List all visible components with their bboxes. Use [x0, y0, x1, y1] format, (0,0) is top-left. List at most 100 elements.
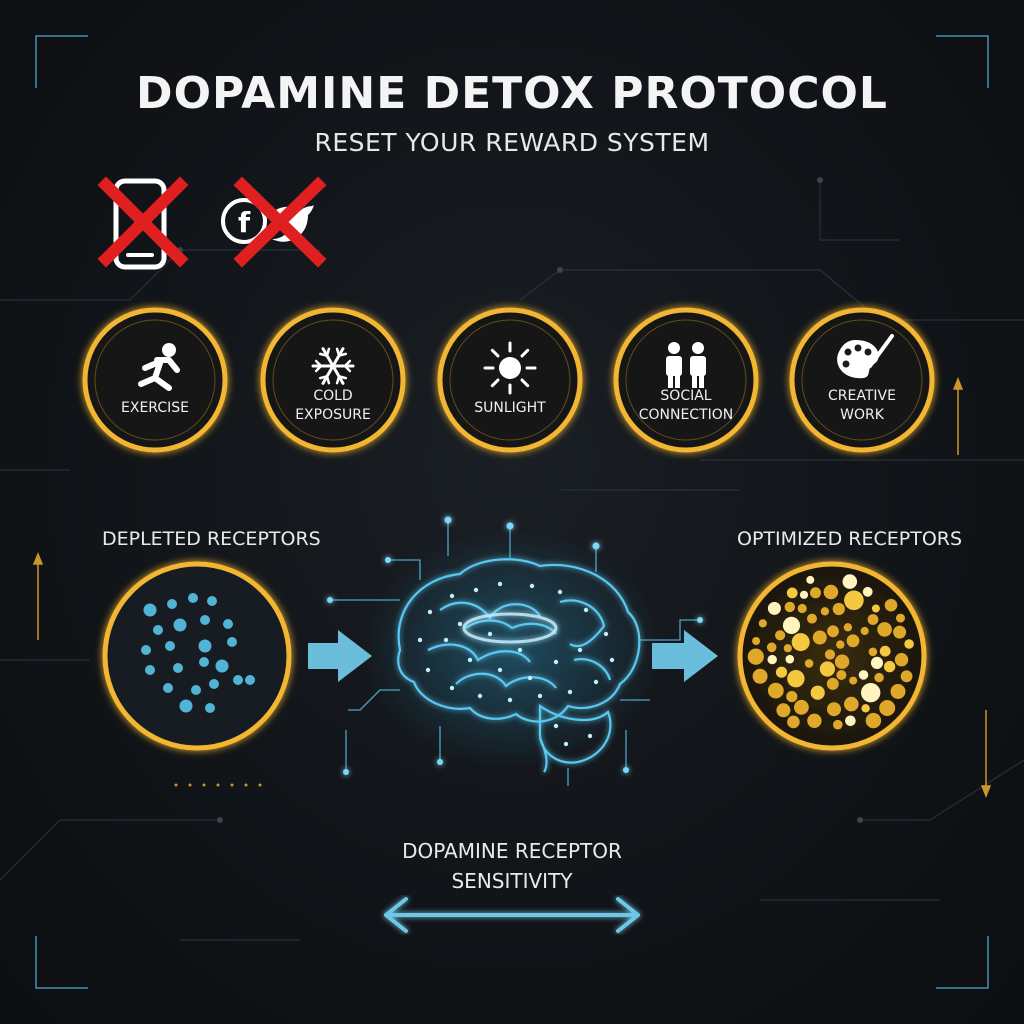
receptor-dot [782, 616, 801, 635]
activity-ring [260, 307, 406, 453]
neuron-spark [449, 685, 455, 691]
receptor-dot [832, 602, 845, 616]
neuron-spark [477, 693, 483, 699]
people-icon [666, 342, 706, 388]
receptor-dot [200, 615, 210, 625]
activity-label: SUNLIGHT [474, 400, 546, 416]
receptor-dot [143, 603, 157, 617]
receptor-dot [173, 618, 187, 632]
palette-icon [837, 334, 894, 379]
neuron-spark [537, 693, 543, 699]
receptor-dot [167, 599, 177, 609]
receptor-dot [807, 713, 822, 728]
receptor-dot [879, 645, 891, 657]
arrow-to-brain [308, 630, 372, 682]
receptor-dot [833, 719, 843, 730]
receptor-dot [849, 676, 858, 685]
activity-ring [437, 307, 583, 453]
receptor-dot [787, 715, 800, 729]
receptor-dot [874, 672, 884, 683]
neuron-spark [443, 637, 449, 643]
receptor-dot [767, 654, 777, 665]
receptor-dot [758, 619, 767, 628]
receptor-dot [797, 603, 807, 614]
receptor-dot [804, 659, 814, 668]
neuron-spark [577, 647, 583, 653]
neuron-spark [497, 581, 503, 587]
depleted-receptor-disk [102, 561, 292, 751]
receptor-sensitivity-label: DOPAMINE RECEPTOR SENSITIVITY [362, 836, 662, 896]
receptor-dot [884, 598, 898, 612]
neuron-spark [527, 675, 533, 681]
receptor-dot [785, 654, 795, 664]
neuron-spark [467, 657, 473, 663]
receptor-dot [836, 640, 845, 649]
receptor-dot [141, 645, 151, 655]
neuron-spark [529, 583, 535, 589]
red-x-icon [97, 176, 189, 268]
receptor-dot [858, 670, 869, 680]
receptor-dot [767, 601, 781, 615]
activity-label: COLD [313, 388, 352, 404]
activity-ring [789, 307, 935, 453]
receptor-dot [766, 642, 777, 653]
receptor-dot [205, 703, 215, 713]
snowflake-icon [311, 347, 355, 385]
neuron-spark [417, 637, 423, 643]
neuron-spark [473, 587, 479, 593]
activity-label: CREATIVE [828, 388, 896, 404]
smartphone-icon [113, 178, 167, 270]
receptor-dot [752, 668, 768, 684]
receptor-dot [747, 648, 764, 665]
receptor-dot [861, 683, 881, 703]
receptor-dot [179, 699, 193, 713]
neuron-spark [557, 589, 563, 595]
receptor-dot [173, 663, 183, 673]
receptor-dot [861, 704, 870, 713]
receptor-dot [786, 587, 798, 599]
receptor-dot [823, 584, 839, 600]
receptor-dot [900, 670, 913, 683]
neuron-spark [487, 631, 493, 637]
receptor-dot [163, 683, 173, 693]
receptor-dot [145, 665, 155, 675]
receptor-dot [799, 590, 809, 599]
optimized-receptors-label: OPTIMIZED RECEPTORS [737, 528, 963, 550]
neuron-spark [425, 667, 431, 673]
neuron-spark [593, 679, 599, 685]
receptor-dot [767, 682, 784, 699]
receptor-dot [867, 614, 879, 625]
neuron-spark [449, 593, 455, 599]
receptor-dot [879, 700, 896, 716]
receptor-dot [806, 575, 815, 584]
receptor-dot [890, 684, 906, 699]
page-title: DOPAMINE DETOX PROTOCOL [136, 68, 888, 119]
brain-illustration [327, 516, 703, 786]
receptor-dot [844, 590, 864, 611]
optimized-receptor-disk [737, 561, 927, 751]
receptor-dot [233, 675, 243, 685]
receptor-dot [198, 639, 212, 653]
receptor-dot [826, 677, 839, 690]
neuron-spark [567, 689, 573, 695]
receptor-dot [188, 593, 198, 603]
activity-label: SOCIAL [660, 388, 711, 404]
receptor-dot [784, 601, 795, 613]
receptor-dot [776, 703, 791, 718]
sensitivity-label-line1: DOPAMINE RECEPTOR [402, 839, 622, 863]
receptor-dot [842, 574, 858, 589]
receptor-dot [245, 675, 255, 685]
receptor-dot [827, 625, 839, 638]
receptor-dot [209, 679, 219, 689]
double-arrow-icon [384, 897, 640, 933]
receptor-dot [227, 637, 237, 647]
sensitivity-label-line2: SENSITIVITY [451, 869, 573, 893]
receptor-dot [836, 670, 847, 680]
receptor-dot [191, 685, 201, 695]
receptor-dot [791, 633, 810, 652]
